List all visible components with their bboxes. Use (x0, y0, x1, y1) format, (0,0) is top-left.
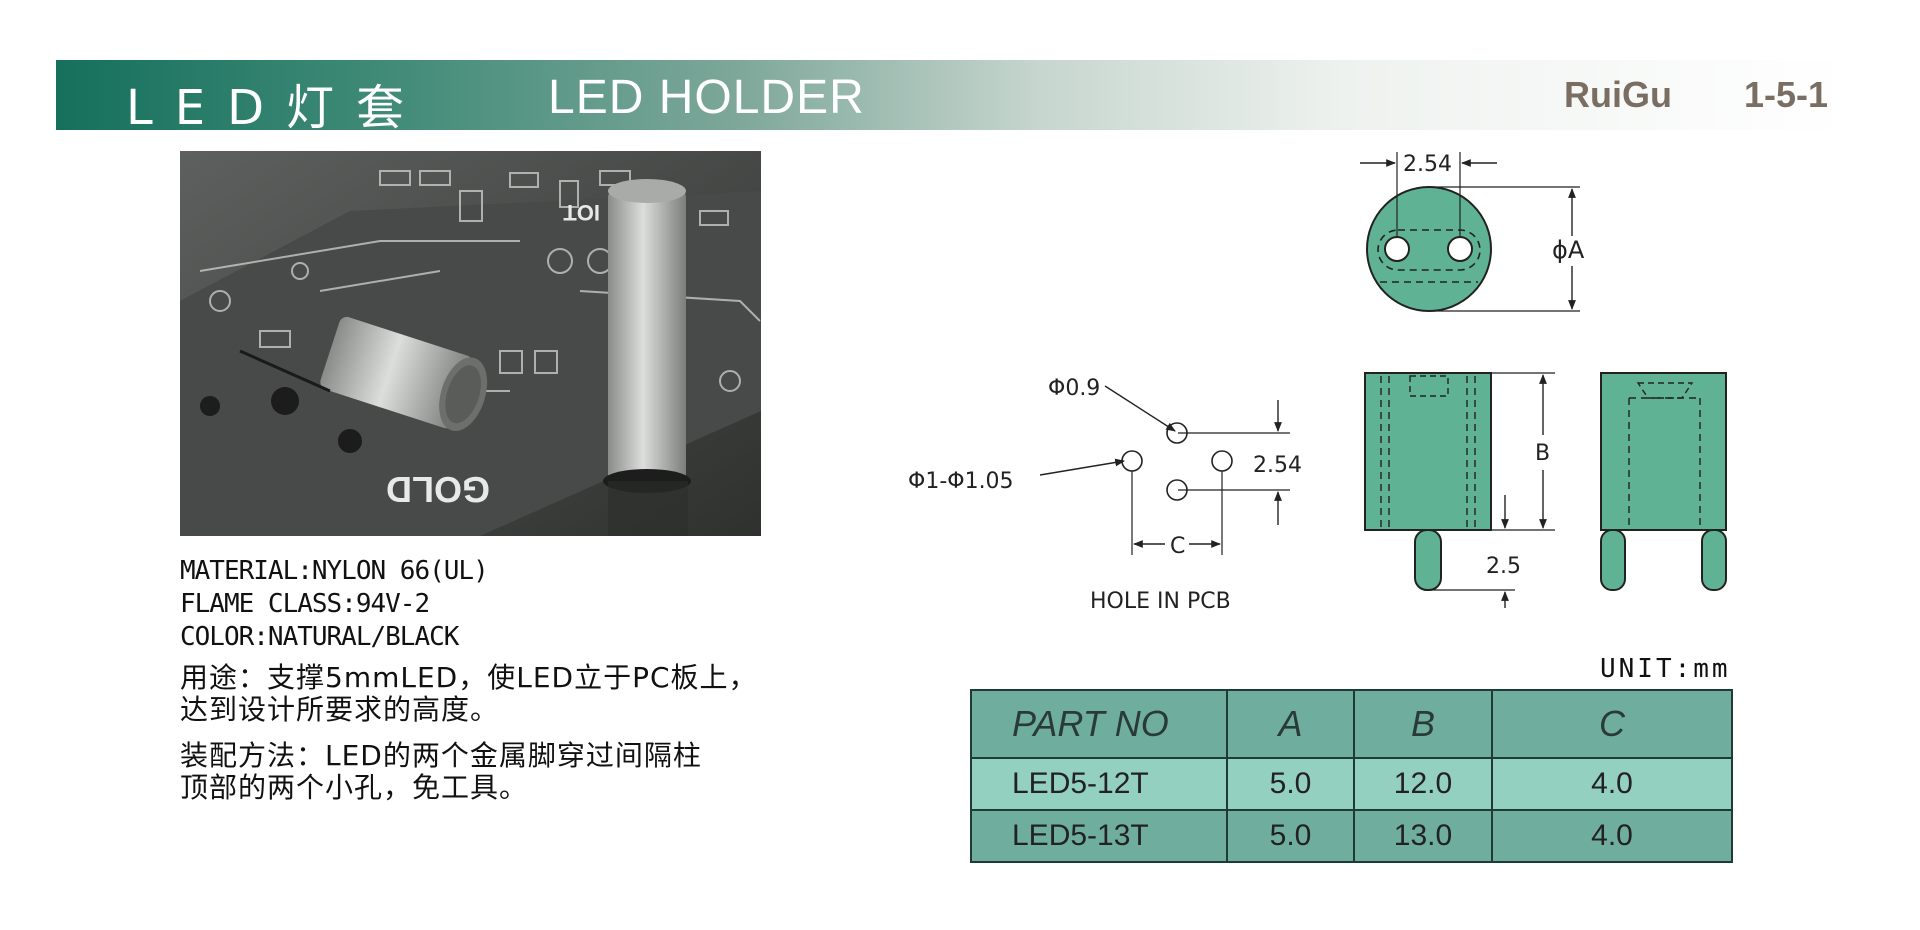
unit-label: UNIT:mm (1600, 654, 1731, 684)
brand-name: RuiGu (1564, 74, 1672, 115)
horizontal-led-holder (320, 316, 488, 432)
table-row: LED5-12T 5.0 12.0 4.0 (970, 757, 1733, 811)
header-part-no: PART NO (970, 689, 1228, 759)
table-row: LED5-13T 5.0 13.0 4.0 (970, 809, 1733, 863)
usage-line-2: 达到设计所要求的高度。 (180, 693, 500, 726)
pcb-hole-pattern: Φ0.9 Φ1-Φ1.05 2.54 C HOLE IN PCB (908, 376, 1302, 614)
assembly-line-2: 顶部的两个小孔，免工具。 (180, 771, 529, 804)
dim-hole-pitch: 2.54 (1253, 453, 1302, 478)
hole-caption: HOLE IN PCB (1090, 589, 1231, 614)
cell-a: 5.0 (1226, 757, 1355, 811)
cell-c: 4.0 (1491, 757, 1733, 811)
top-view-body (1366, 186, 1492, 312)
title-chinese: LED灯套 (126, 80, 427, 136)
top-view-hole-left (1384, 236, 1410, 262)
header-b: B (1353, 689, 1493, 759)
dim-hole-large: Φ1-Φ1.05 (908, 469, 1014, 494)
cell-b: 13.0 (1353, 809, 1493, 863)
page-number: 1-5-1 (1744, 74, 1829, 115)
title-english: LED HOLDER (548, 71, 865, 124)
table-header-row: PART NO A B C (970, 689, 1733, 759)
spec-color: COLOR:NATURAL/BLACK (180, 622, 459, 652)
pcb-label-iot: IOT (563, 200, 600, 225)
pcb-label-gold: GOLD (386, 469, 490, 510)
dim-diameter-a: ϕA (1552, 236, 1585, 264)
dim-hole-small: Φ0.9 (1048, 376, 1100, 401)
cell-a: 5.0 (1226, 809, 1355, 863)
side-view (1600, 372, 1727, 591)
dim-pin-length: 2.5 (1486, 554, 1521, 579)
spec-flame-class: FLAME CLASS:94V-2 (180, 589, 430, 619)
dim-c: C (1170, 534, 1185, 559)
front-view: B 2.5 (1364, 372, 1555, 608)
cell-c: 4.0 (1491, 809, 1733, 863)
top-view: 2.54 ϕA (1360, 152, 1585, 312)
vertical-led-holder (603, 179, 691, 493)
spec-material: MATERIAL:NYLON 66(UL) (180, 556, 489, 586)
parts-table: PART NO A B C LED5-12T 5.0 12.0 4.0 LED5… (970, 689, 1733, 863)
product-photo: GOLD IOT (180, 151, 761, 536)
dim-b: B (1535, 441, 1550, 466)
product-photo-illustration: GOLD IOT (180, 151, 761, 536)
header-c: C (1491, 689, 1733, 759)
header-band: LED灯套 LED HOLDER RuiGu 1-5-1 (56, 60, 1846, 136)
cell-part-no: LED5-12T (970, 757, 1228, 811)
cell-b: 12.0 (1353, 757, 1493, 811)
assembly-line-1: 装配方法：LED的两个金属脚穿过间隔柱 (180, 739, 702, 772)
header-a: A (1226, 689, 1355, 759)
usage-line-1: 用途：支撑5mmLED，使LED立于PC板上， (180, 661, 758, 694)
dim-top-pitch: 2.54 (1403, 152, 1452, 177)
cell-part-no: LED5-13T (970, 809, 1228, 863)
top-view-hole-right (1447, 236, 1473, 262)
